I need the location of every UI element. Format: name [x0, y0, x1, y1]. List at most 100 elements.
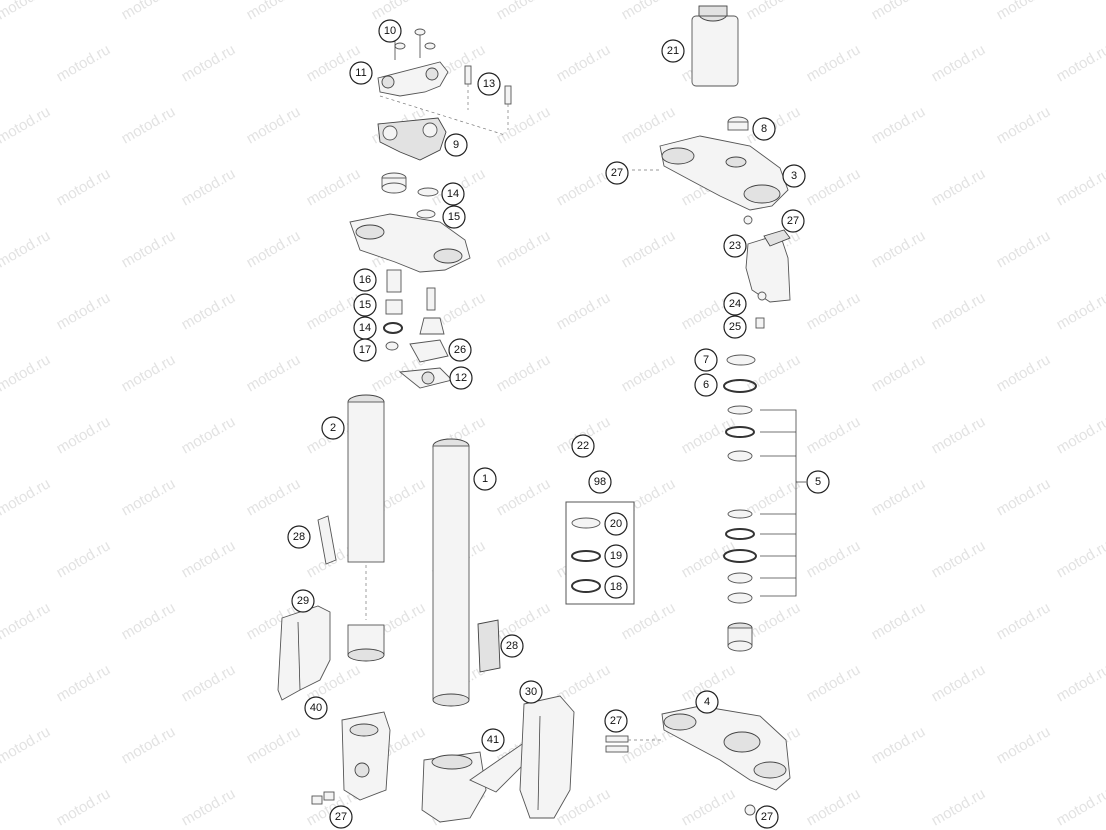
- callout-circle: [694, 373, 718, 397]
- callout-7: 7: [694, 348, 718, 372]
- callout-27: 27: [329, 805, 353, 829]
- callout-label: 11: [355, 67, 366, 79]
- callout-circle: [378, 19, 402, 43]
- callout-25: 25: [723, 315, 747, 339]
- watermark-text: motod.ru: [804, 41, 864, 85]
- watermark-text: motod.ru: [554, 41, 614, 85]
- callout-label: 29: [297, 595, 309, 607]
- callout-circle: [477, 72, 501, 96]
- protector-strip-28: [317, 515, 501, 673]
- callout-circle: [287, 525, 311, 549]
- watermark-text: motod.ru: [869, 599, 929, 643]
- watermark-text: motod.ru: [494, 475, 554, 519]
- callout-circle: [449, 366, 473, 390]
- callout-circle: [605, 161, 629, 185]
- watermark-text: motod.ru: [929, 537, 989, 581]
- watermark-text: motod.ru: [679, 785, 739, 829]
- callout-circle: [806, 470, 830, 494]
- callout-circle: [752, 117, 776, 141]
- callout-circle: [588, 470, 612, 494]
- watermark-text: motod.ru: [54, 289, 114, 333]
- watermark-text: motod.ru: [0, 723, 53, 767]
- watermark-text: motod.ru: [929, 785, 989, 829]
- callout-label: 28: [506, 640, 518, 652]
- watermark-text: motod.ru: [869, 0, 929, 23]
- watermark-text: motod.ru: [869, 103, 929, 147]
- callout-22: 22: [571, 434, 595, 458]
- watermark-text: motod.ru: [929, 413, 989, 457]
- callout-10: 10: [378, 19, 402, 43]
- callout-circle: [481, 728, 505, 752]
- watermark-text: motod.ru: [494, 0, 554, 23]
- callout-label: 9: [453, 139, 459, 151]
- watermark-text: motod.ru: [304, 165, 364, 209]
- watermark-text: motod.ru: [179, 661, 239, 705]
- watermark-text: motod.ru: [494, 599, 554, 643]
- watermark-text: motod.ru: [179, 537, 239, 581]
- callout-label: 12: [455, 372, 467, 384]
- watermark-text: motod.ru: [0, 475, 53, 519]
- watermark-text: motod.ru: [179, 165, 239, 209]
- watermark-text: motod.ru: [804, 289, 864, 333]
- callout-label: 30: [525, 686, 537, 698]
- watermark-text: motod.ru: [119, 351, 179, 395]
- callout-circle: [723, 234, 747, 258]
- callout-circle: [448, 338, 472, 362]
- callout-label: 27: [787, 215, 799, 227]
- watermark-text: motod.ru: [804, 165, 864, 209]
- callout-circle: [519, 680, 543, 704]
- watermark-text: motod.ru: [0, 351, 53, 395]
- watermark-text: motod.ru: [1054, 537, 1106, 581]
- watermark-text: motod.ru: [994, 475, 1054, 519]
- watermark-text: motod.ru: [929, 661, 989, 705]
- callout-label: 40: [310, 702, 322, 714]
- watermark-text: motod.ru: [1054, 289, 1106, 333]
- callout-15: 15: [353, 293, 377, 317]
- callout-label: 98: [594, 476, 606, 488]
- fork-tube-right: [347, 394, 385, 662]
- steering-bearing-set-5: [723, 405, 806, 652]
- callout-circle: [473, 467, 497, 491]
- callout-11: 11: [349, 61, 373, 85]
- callout-circle: [571, 434, 595, 458]
- callout-circle: [500, 634, 524, 658]
- watermark-text: motod.ru: [994, 723, 1054, 767]
- fluid-reservoir-21: [691, 5, 739, 87]
- callout-circle: [604, 512, 628, 536]
- callout-1: 1: [473, 467, 497, 491]
- callout-21: 21: [661, 39, 685, 63]
- callout-23: 23: [723, 234, 747, 258]
- watermark-text: motod.ru: [929, 289, 989, 333]
- callout-6: 6: [694, 373, 718, 397]
- callout-30: 30: [519, 680, 543, 704]
- handlebar-clamp-lower: [377, 117, 447, 161]
- bearing-rings-7-6: [723, 354, 757, 393]
- bolts-13: [379, 65, 512, 136]
- callout-label: 14: [447, 188, 459, 200]
- callout-20: 20: [604, 512, 628, 536]
- watermark-text: motod.ru: [679, 537, 739, 581]
- callout-label: 28: [293, 531, 305, 543]
- callout-2: 2: [321, 416, 345, 440]
- fork-guard-29: [277, 605, 331, 701]
- watermark-text: motod.ru: [994, 103, 1054, 147]
- callout-circle: [441, 182, 465, 206]
- callout-circle: [291, 589, 315, 613]
- callout-14: 14: [441, 182, 465, 206]
- callout-label: 20: [610, 518, 622, 530]
- callout-label: 2: [330, 422, 336, 434]
- callout-12: 12: [449, 366, 473, 390]
- watermark-text: motod.ru: [869, 723, 929, 767]
- callout-label: 27: [335, 811, 347, 823]
- watermark-text: motod.ru: [54, 537, 114, 581]
- watermark-text: motod.ru: [619, 227, 679, 271]
- watermark-text: motod.ru: [869, 475, 929, 519]
- watermark-text: motod.ru: [54, 661, 114, 705]
- watermark-text: motod.ru: [244, 475, 304, 519]
- callout-14: 14: [353, 316, 377, 340]
- callout-label: 19: [610, 550, 622, 562]
- watermark-text: motod.ru: [54, 165, 114, 209]
- cap-8: [727, 116, 749, 131]
- callout-circle: [353, 338, 377, 362]
